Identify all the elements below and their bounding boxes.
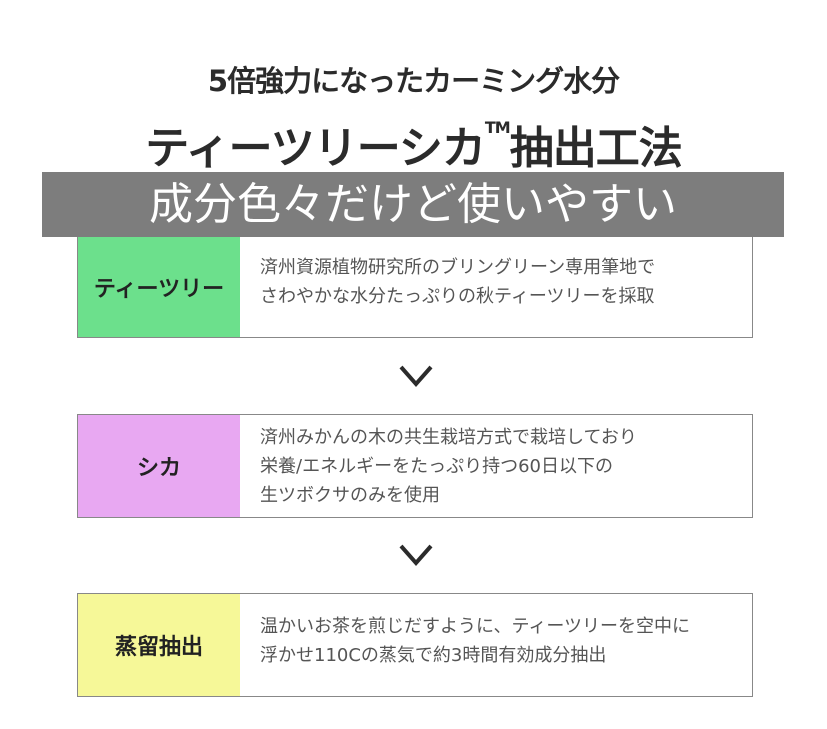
desc-line: さわやかな水分たっぷりの秋ティーツリーを採取 [260, 286, 655, 307]
step-cica: シカ 済州みかんの木の共生栽培方式で栽培しており 栄養/エネルギーをたっぷり持つ… [77, 414, 753, 518]
desc-line: 栄養/エネルギーをたっぷり持つ60日以下の [260, 456, 613, 477]
step-description: 済州みかんの木の共生栽培方式で栽培しており 栄養/エネルギーをたっぷり持つ60日… [240, 415, 637, 517]
step-label: 蒸留抽出 [78, 594, 240, 696]
title-main: ティーツリーシカ [145, 123, 486, 174]
chevron-down-icon [399, 365, 433, 388]
title-suffix: 抽出工法 [509, 123, 683, 174]
desc-line: 浮かせ110Cの蒸気で約3時間有効成分抽出 [260, 645, 607, 666]
step-description: 済州資源植物研究所のブリングリーン専用筆地で さわやかな水分たっぷりの秋ティーツ… [240, 237, 655, 337]
step-label: ティーツリー [78, 237, 240, 337]
step-label: シカ [78, 415, 240, 517]
trademark: TM [484, 118, 511, 137]
banner: 成分色々だけど使いやすい [42, 172, 784, 237]
desc-line: 済州資源植物研究所のブリングリーン専用筆地で [260, 257, 656, 278]
page-title: ティーツリーシカTM抽出工法 [0, 112, 827, 176]
desc-line: 済州みかんの木の共生栽培方式で栽培しており [260, 427, 637, 448]
desc-line: 生ツボクサのみを使用 [260, 485, 440, 506]
chevron-down-icon [399, 544, 433, 567]
step-tea-tree: ティーツリー 済州資源植物研究所のブリングリーン専用筆地で さわやかな水分たっぷ… [77, 237, 753, 338]
desc-line: 温かいお茶を煎じだすように、ティーツリーを空中に [260, 616, 691, 637]
step-description: 温かいお茶を煎じだすように、ティーツリーを空中に 浮かせ110Cの蒸気で約3時間… [240, 594, 690, 696]
step-distillation: 蒸留抽出 温かいお茶を煎じだすように、ティーツリーを空中に 浮かせ110Cの蒸気… [77, 593, 753, 697]
subtitle: 5倍強力になったカーミング水分 [207, 64, 620, 98]
